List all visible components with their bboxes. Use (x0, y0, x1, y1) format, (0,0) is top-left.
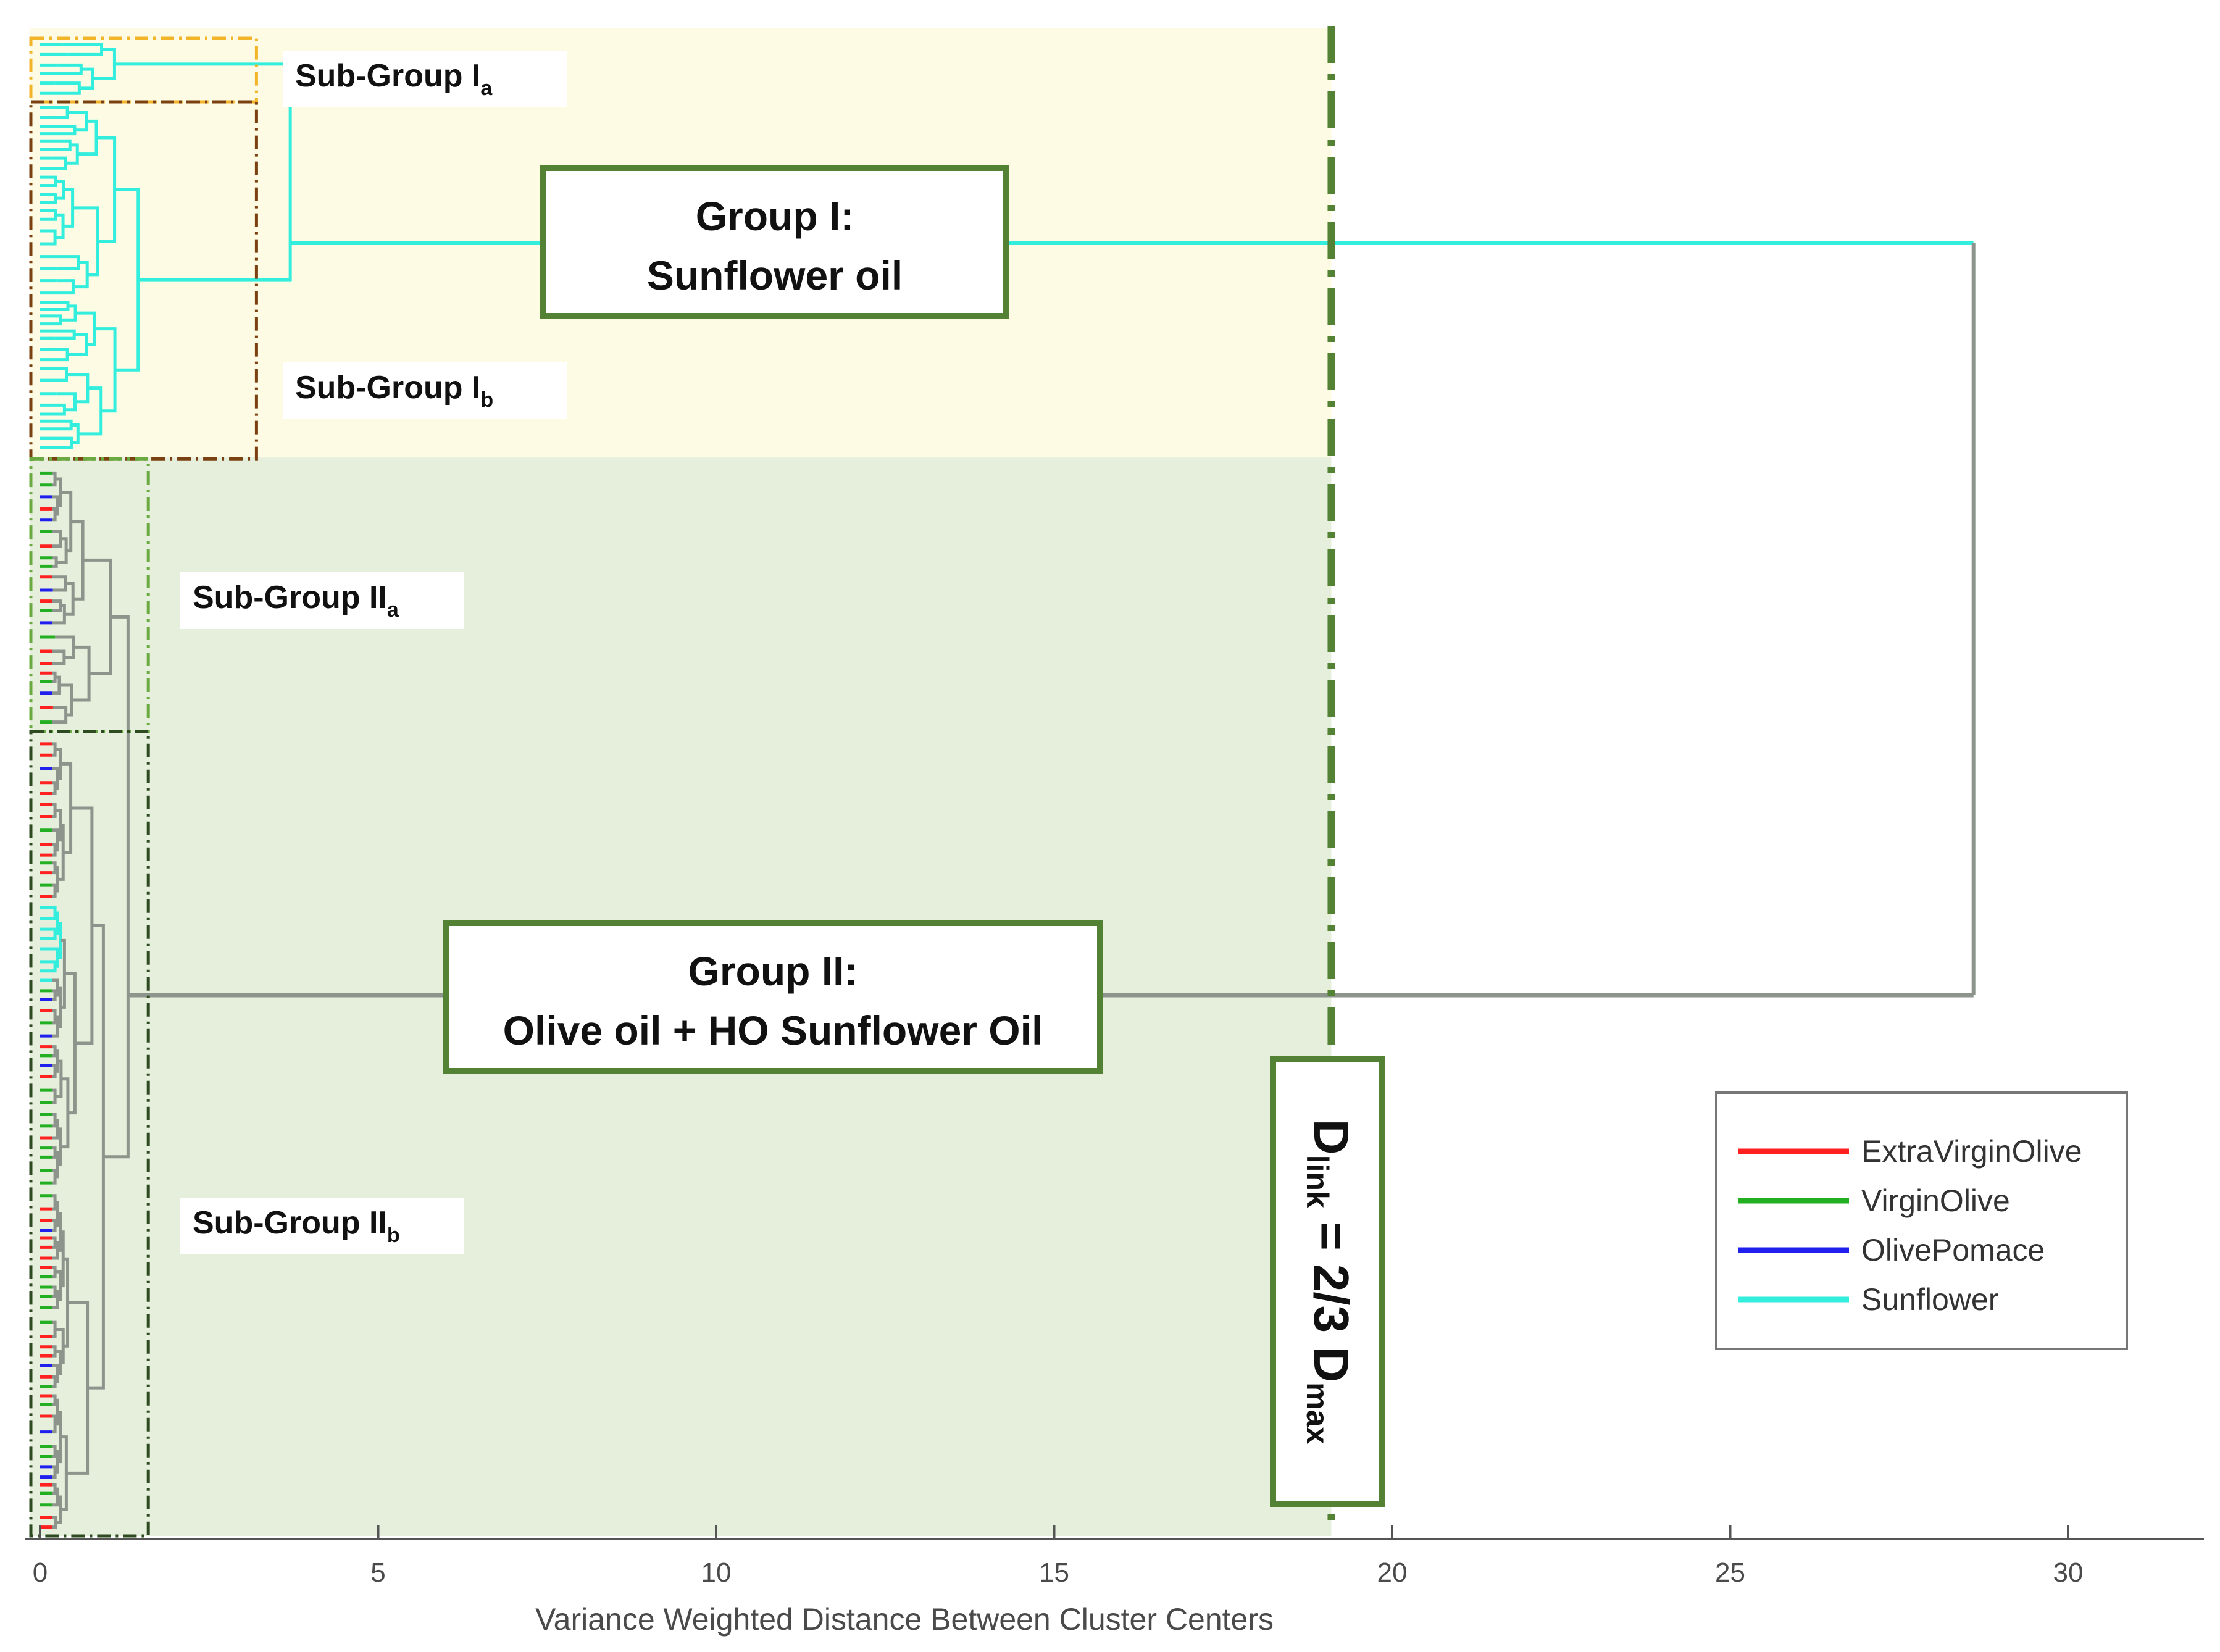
legend-label-VirginOlive: VirginOlive (1861, 1183, 2010, 1218)
dendrogram-link (60, 304, 77, 322)
group-2-label-box (443, 920, 1103, 1074)
x-tick-label: 5 (370, 1558, 385, 1588)
dendrogram-link (78, 386, 103, 436)
x-tick-label: 30 (2053, 1558, 2084, 1588)
subgroup-Ib-label: Sub-Group Ib (295, 370, 493, 412)
dendrogram-link-group-1 (114, 62, 292, 282)
x-tick-label: 0 (33, 1558, 48, 1588)
dendrogram-link (53, 348, 69, 362)
dlink-label: Dlink = 2/3 Dmax (1300, 1119, 1359, 1445)
dendrogram-branches (40, 43, 1976, 1529)
dendrogram-link (60, 938, 66, 1009)
dendrogram-link (54, 81, 81, 95)
dendrogram-link (52, 675, 61, 695)
x-tick-label: 15 (1039, 1558, 1069, 1588)
dendrogram-link (64, 972, 77, 1115)
dendrogram-link (52, 1515, 58, 1529)
legend: ExtraVirginOliveVirginOliveOlivePomaceSu… (1715, 1091, 2128, 1350)
dendrogram-link (65, 143, 79, 165)
legend-label-ExtraVirginOlive: ExtraVirginOlive (1861, 1134, 2082, 1169)
dendrogram-link (60, 762, 73, 854)
subgroup-Ia-label-bg (283, 51, 567, 107)
dendrogram-link (55, 1059, 63, 1098)
dendrogram-link (75, 311, 96, 346)
annotation-label-layer: Sub-Group Ia Sub-Group Ib Sub-Group IIaSub… (180, 51, 1385, 1507)
subgroup-box-layer (29, 36, 258, 1538)
dendrogram-link (52, 604, 66, 625)
dendrogram-link (52, 193, 57, 204)
dendrogram-link (62, 43, 104, 56)
dendrogram-link (79, 67, 94, 90)
dlink-box (1270, 1056, 1385, 1507)
dendrogram-link (52, 419, 73, 431)
x-tick-label: 10 (701, 1558, 732, 1588)
subgroup-Ib-box (29, 100, 258, 461)
dendrogram-link (52, 436, 73, 449)
dendrogram-link-group-2 (103, 615, 130, 1159)
subgroup-IIb-label: Sub-Group IIb (193, 1205, 400, 1247)
dendrogram-link (55, 180, 65, 200)
dendrogram-link (94, 327, 117, 413)
group-1-label-box (540, 165, 1009, 319)
dendrogram-link (63, 188, 75, 228)
dendrogram-link (70, 806, 94, 1045)
dendrogram-link (56, 392, 77, 412)
legend-box (1715, 1091, 2128, 1350)
subgroup-IIb-label-bg (180, 1198, 464, 1254)
dendrogram-link (52, 649, 66, 665)
subgroup-IIb-box (29, 730, 150, 1538)
subgroup-IIa-label: Sub-Group IIa (193, 580, 399, 622)
legend-label-Sunflower: Sunflower (1861, 1282, 1998, 1317)
group-2-label-title: Group II: (688, 948, 858, 994)
group-1-label-title: Group I: (696, 193, 854, 239)
x-axis-title: Variance Weighted Distance Between Clust… (535, 1602, 1274, 1637)
dendrogram-link (52, 175, 58, 188)
dendrogram-link (63, 1257, 70, 1348)
group-1-label-subtitle: Sunflower oil (647, 252, 903, 298)
group-2-label-subtitle: Olive oil + HO Sunflower Oil (503, 1007, 1043, 1053)
subgroup-IIa-label-bg (180, 572, 464, 629)
legend-label-OlivePomace: OlivePomace (1861, 1233, 2045, 1267)
subgroup-Ia-label: Sub-Group Ia (295, 58, 493, 100)
x-tick-label: 20 (1377, 1558, 1408, 1588)
x-axis: 0 5 10 15 20 25 30 (25, 1525, 2204, 1588)
dendrogram-link (66, 1301, 90, 1475)
dendrogram-link (52, 367, 69, 382)
x-tick-label: 25 (1715, 1558, 1745, 1588)
subgroup-Ib-label-bg (283, 362, 567, 419)
dendrogram-link (53, 279, 75, 295)
dendrogram-link (70, 520, 85, 601)
